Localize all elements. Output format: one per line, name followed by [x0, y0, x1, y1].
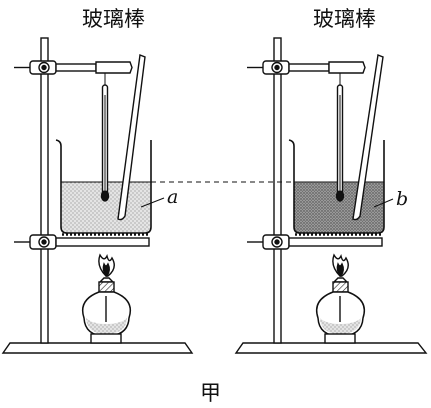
- liquid-label-a: a: [167, 186, 178, 208]
- lower-clamp: [247, 234, 383, 250]
- glass-rod-right: [352, 54, 384, 221]
- glass-rod-left: [117, 54, 146, 221]
- thermometer-left: [100, 84, 110, 202]
- glass-rod-label-right: 玻璃棒: [313, 7, 376, 31]
- stand-base: [1, 342, 194, 354]
- lower-clamp: [14, 234, 150, 250]
- thermometer-right: [335, 84, 345, 202]
- figure-caption: 甲: [200, 381, 221, 405]
- stand-pole: [40, 37, 49, 344]
- flame-left: [98, 253, 115, 277]
- upper-clamp: [14, 60, 133, 75]
- beaker-right: [288, 139, 385, 234]
- flame-right: [332, 253, 349, 277]
- apparatus-left: [1, 37, 194, 354]
- stand-pole: [273, 37, 282, 344]
- alcohol-lamp-right: [315, 277, 366, 344]
- glass-rod-label-left: 玻璃棒: [82, 7, 145, 31]
- upper-clamp: [247, 60, 366, 75]
- liquid-a: [61, 182, 151, 233]
- liquid-label-b: b: [396, 188, 408, 210]
- beaker-left: [55, 139, 152, 234]
- apparatus-right: [234, 37, 428, 354]
- alcohol-lamp-left: [81, 277, 132, 344]
- stand-base: [234, 342, 428, 354]
